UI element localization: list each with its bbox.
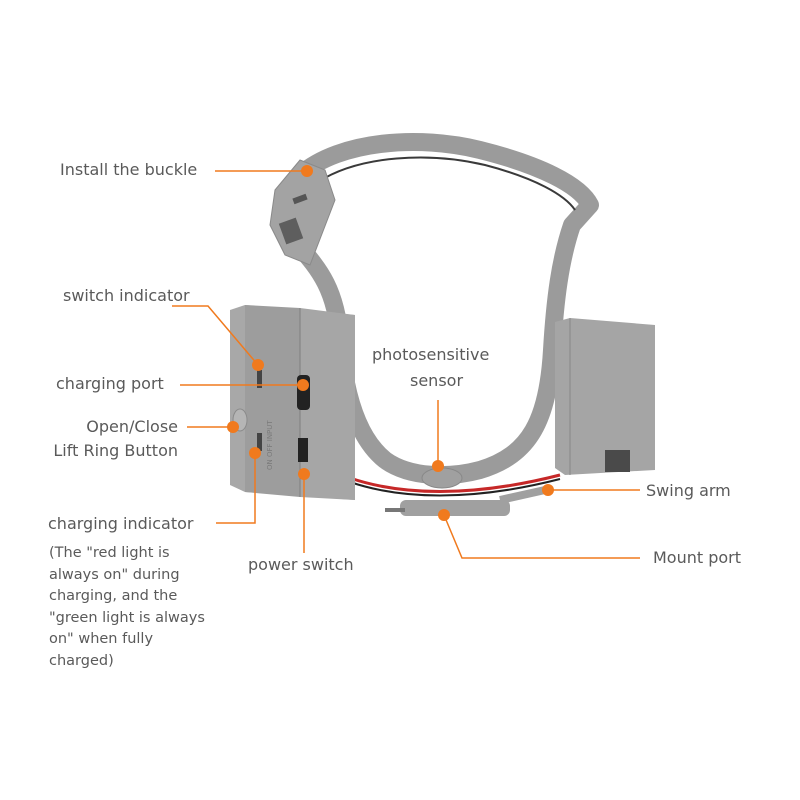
device-side-marking: ON OFF INPUT <box>266 420 274 470</box>
servo-box <box>555 318 655 475</box>
label-lift-ring-button: Lift Ring Button <box>53 441 178 460</box>
label-mount-port: Mount port <box>653 548 742 567</box>
swing-arm <box>499 486 546 504</box>
label-sensor: sensor <box>410 371 464 390</box>
label-switch-indicator: switch indicator <box>63 286 190 305</box>
label-install-buckle: Install the buckle <box>60 160 198 179</box>
label-charging-port: charging port <box>56 374 164 393</box>
label-charging-indicator: charging indicator <box>48 514 194 533</box>
callout-dots <box>227 165 554 521</box>
callout-lines <box>172 170 640 559</box>
control-box: ON OFF INPUT <box>230 305 355 500</box>
buckle <box>269 159 336 266</box>
mount-port <box>400 500 510 516</box>
photosensitive-sensor <box>421 467 463 489</box>
lift-ring <box>278 133 599 485</box>
label-swing-arm: Swing arm <box>646 481 731 500</box>
label-power-switch: power switch <box>248 555 354 574</box>
label-photosensitive: photosensitive <box>372 345 490 364</box>
label-open-close: Open/Close <box>86 417 178 436</box>
charging-note: (The "red light is always on" during cha… <box>49 545 205 669</box>
